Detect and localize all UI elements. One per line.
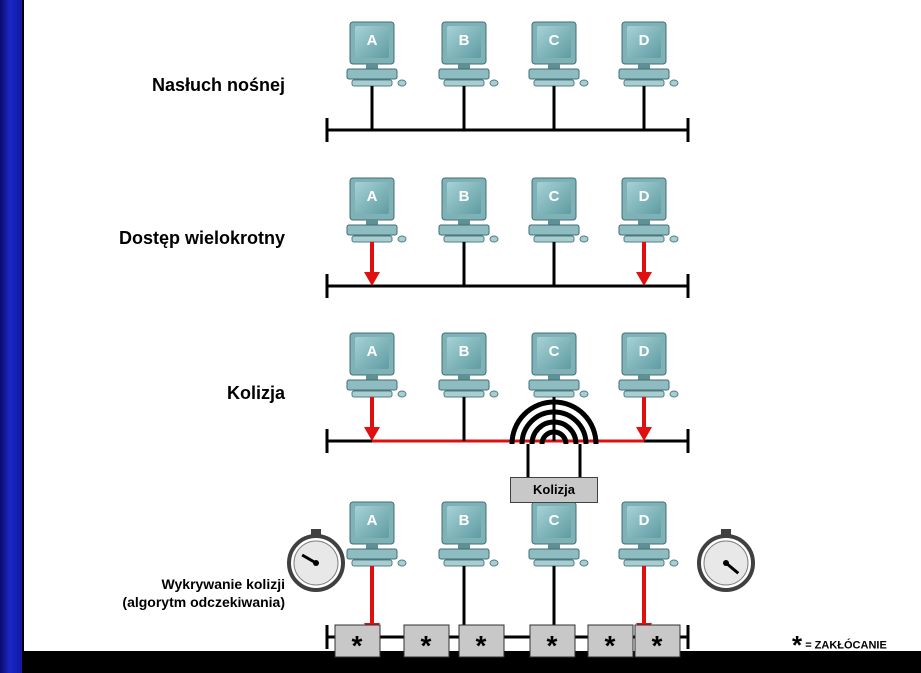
stopwatch-icon-left-pivot [313,560,319,566]
station-letter-b: B [458,343,470,360]
legend: * = ZAKŁÓCANIE [792,630,887,661]
jam-star-2: * [420,630,432,661]
collision-box: Kolizja [510,477,598,503]
jam-box-5 [587,624,634,658]
row-label-collision-detection-line2: (algorytm odczekiwania) [122,594,285,610]
signal-arrow-a-row2-head [364,272,380,286]
jam-star-4: * [546,630,558,661]
row-label-collision: Kolizja [226,383,285,403]
row-label-collision-detection-line1: Wykrywanie kolizji [161,576,285,592]
legend-text: = ZAKŁÓCANIE [805,639,887,652]
station-letter-c: C [548,512,560,529]
jam-box-2 [403,624,450,658]
row-label-collision-detection: Wykrywanie kolizji (algorytm odczekiwani… [122,575,285,611]
station-letter-b: B [458,512,470,529]
station-letter-d: D [638,188,650,205]
collision-ripple-4 [539,429,569,445]
station-letter-a: A [366,343,378,360]
signal-arrow-d-row3-head [636,427,652,441]
station-letter-c: C [548,188,560,205]
station-letter-b: B [458,188,470,205]
jam-star-3: * [475,630,487,661]
station-letter-c: C [548,32,560,49]
station-letter-d: D [638,343,650,360]
row-label-carrier-sense: Nasłuch nośnej [151,75,285,95]
collision-ripple-2 [519,409,589,445]
jam-box-4 [529,624,576,658]
station-letter-a: A [366,32,378,49]
jam-box-3 [458,624,505,658]
station-letter-d: D [638,512,650,529]
jam-star-5: * [604,630,616,661]
station-letter-b: B [458,32,470,49]
collision-ripple-1 [509,399,599,445]
jam-box-6 [634,624,681,658]
station-letter-c: C [548,343,560,360]
stopwatch-icon-right-button [721,529,731,536]
signal-arrow-d-row2-head [636,272,652,286]
legend-star: * [792,630,803,660]
station-letter-a: A [366,188,378,205]
collision-ripple-3 [529,419,579,445]
row-label-multiple-access: Dostęp wielokrotny [118,228,285,248]
stopwatch-icon-left-button [311,529,321,536]
stopwatch-icon-right-pivot [723,560,729,566]
jam-star-6: * [651,630,663,661]
jam-box-1 [334,624,381,658]
signal-arrow-a-row3-head [364,427,380,441]
jam-star-1: * [351,630,363,661]
station-letter-a: A [366,512,378,529]
station-letter-d: D [638,32,650,49]
